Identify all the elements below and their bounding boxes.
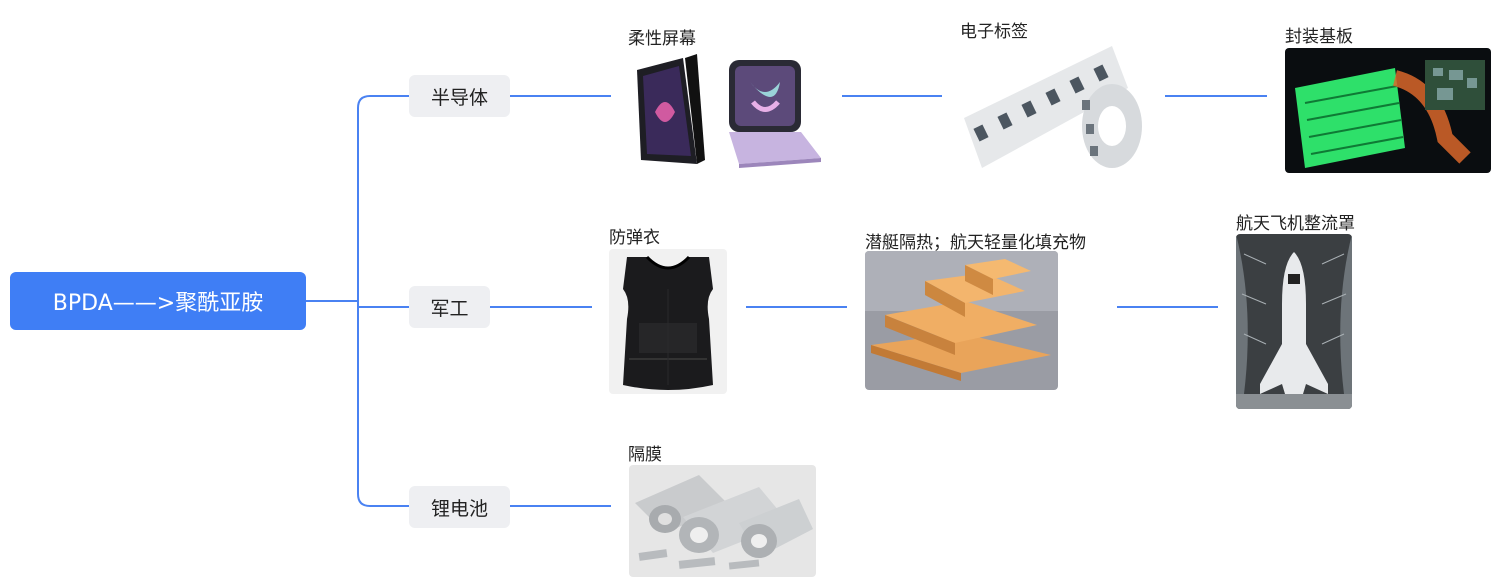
- category-label: 军工: [430, 297, 469, 320]
- electronic-tag-image: [962, 40, 1148, 172]
- item-label-electronic-tag: 电子标签: [960, 22, 1028, 42]
- branch-to-battery: [357, 301, 409, 507]
- category-semiconductor[interactable]: 半导体: [409, 75, 510, 117]
- spacecraft-fairing-image: [1236, 234, 1352, 409]
- item-label-separator: 隔膜: [628, 445, 662, 465]
- category-label: 锂电池: [430, 497, 488, 520]
- submarine-insulation-image: [865, 251, 1058, 390]
- separator-image: [629, 465, 816, 577]
- category-label: 半导体: [430, 86, 488, 109]
- body-armor-image: [609, 249, 727, 394]
- root-node[interactable]: BPDA——>聚酰亚胺: [10, 272, 306, 330]
- root-label: BPDA——>聚酰亚胺: [52, 291, 264, 316]
- item-label-submarine-insulation: 潜艇隔热；航天轻量化填充物: [865, 233, 1086, 253]
- item-label-package-substrate: 封装基板: [1285, 27, 1353, 47]
- flexible-screen-image: [625, 52, 825, 172]
- item-label-spacecraft-fairing: 航天飞机整流罩: [1236, 214, 1355, 234]
- package-substrate-image: [1285, 48, 1491, 173]
- category-lithium-battery[interactable]: 锂电池: [409, 486, 510, 528]
- item-label-flexible-screen: 柔性屏幕: [628, 29, 696, 49]
- branch-to-semiconductor: [357, 95, 409, 301]
- item-label-body-armor: 防弹衣: [609, 228, 660, 248]
- branch-to-military: [357, 301, 409, 308]
- category-military[interactable]: 军工: [409, 286, 490, 328]
